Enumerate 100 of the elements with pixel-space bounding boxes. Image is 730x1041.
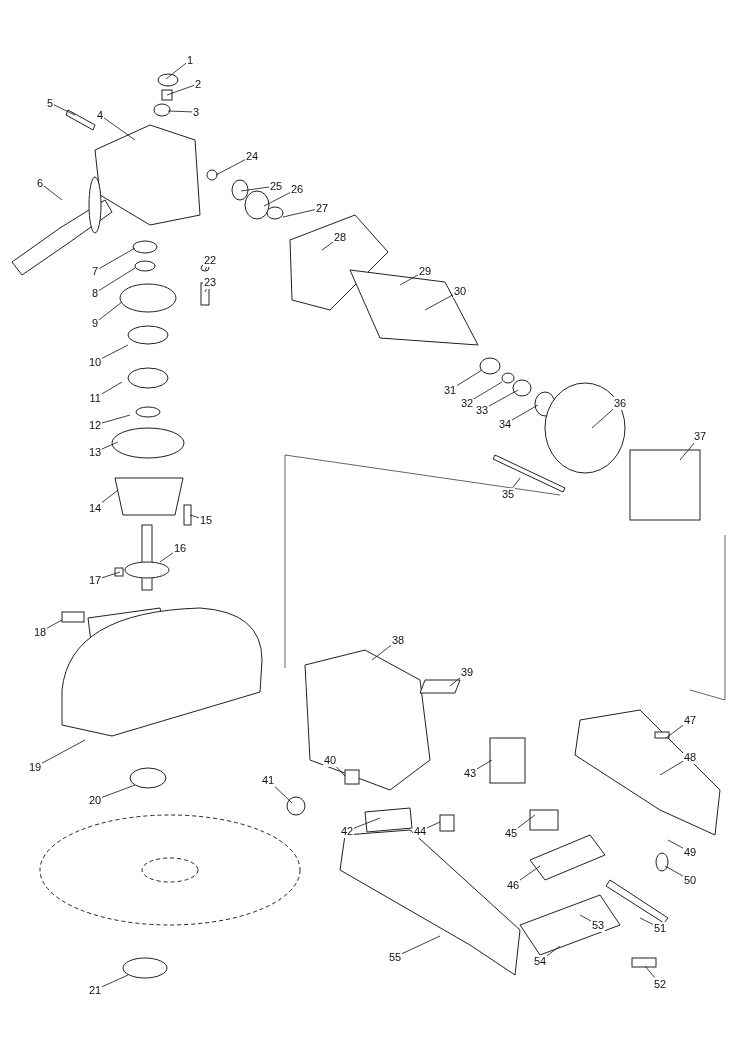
leader-line xyxy=(476,759,493,770)
leader-line xyxy=(579,914,592,922)
callout-number: 26 xyxy=(290,182,305,196)
callout-number: 1 xyxy=(186,53,195,67)
callout-number: 44 xyxy=(413,824,428,838)
leader-line xyxy=(473,381,503,400)
leader-line xyxy=(204,288,208,293)
leader-line xyxy=(519,865,541,881)
callout-number: 11 xyxy=(88,391,102,405)
leader-line xyxy=(591,408,614,429)
callout-number: 22 xyxy=(203,253,218,267)
leader-line xyxy=(46,619,63,629)
callout-number: 17 xyxy=(88,573,103,587)
leader-line xyxy=(399,274,419,286)
callout-number: 18 xyxy=(33,625,48,639)
leader-line xyxy=(263,192,291,207)
callout-number: 48 xyxy=(683,750,698,764)
leader-line xyxy=(101,489,119,503)
leader-line xyxy=(166,85,195,96)
leader-line xyxy=(456,369,483,386)
leader-line xyxy=(167,110,193,113)
leader-line xyxy=(517,814,536,829)
leader-line xyxy=(53,104,76,116)
leader-line xyxy=(424,294,454,311)
leader-line xyxy=(546,945,561,957)
callout-number: 47 xyxy=(683,713,698,727)
leader-line xyxy=(679,442,695,461)
callout-number: 34 xyxy=(498,417,513,431)
callout-number: 27 xyxy=(315,201,330,215)
callout-number: 15 xyxy=(199,513,214,527)
callout-number: 50 xyxy=(683,873,698,887)
leader-line xyxy=(101,414,131,424)
callout-number: 2 xyxy=(194,77,203,91)
leader-line xyxy=(165,62,187,80)
leader-line xyxy=(659,760,684,776)
callout-number: 23 xyxy=(203,275,218,289)
callout-number: 31 xyxy=(443,383,458,397)
leader-line xyxy=(240,186,270,192)
callout-number: 13 xyxy=(88,445,103,459)
leader-line xyxy=(101,344,129,359)
leader-line xyxy=(282,209,316,218)
leader-line xyxy=(43,185,63,201)
callout-number: 51 xyxy=(653,921,668,935)
callout-number: 55 xyxy=(388,950,403,964)
leader-line xyxy=(103,117,136,141)
callout-number: 42 xyxy=(340,824,355,838)
leader-line xyxy=(401,935,441,955)
callout-number: 33 xyxy=(475,403,490,417)
leader-line xyxy=(512,477,521,488)
callout-number: 6 xyxy=(36,176,45,190)
leader-line xyxy=(204,266,208,271)
callout-number: 41 xyxy=(261,773,276,787)
leader-line xyxy=(159,552,174,563)
leader-line xyxy=(101,381,123,395)
leader-line xyxy=(321,241,334,251)
callout-number: 16 xyxy=(173,541,188,555)
callout-number: 10 xyxy=(88,355,103,369)
callout-number: 37 xyxy=(693,429,708,443)
leader-line xyxy=(98,301,123,321)
callout-number: 36 xyxy=(613,396,628,410)
leader-line xyxy=(335,766,346,777)
leader-line xyxy=(98,267,136,291)
leader-line xyxy=(511,404,539,421)
callout-number: 19 xyxy=(28,760,43,774)
callout-number: 5 xyxy=(46,96,55,110)
leader-line xyxy=(41,739,86,764)
callout-number: 49 xyxy=(683,845,698,859)
leader-line xyxy=(101,441,119,450)
callout-number: 21 xyxy=(88,983,103,997)
callout-number: 45 xyxy=(504,826,519,840)
callout-number: 54 xyxy=(533,954,548,968)
leader-line xyxy=(488,389,519,407)
leader-line xyxy=(101,784,136,798)
callout-number: 12 xyxy=(88,418,103,432)
callout-number: 14 xyxy=(88,501,103,515)
leader-line xyxy=(98,247,136,270)
callout-number: 39 xyxy=(460,665,475,679)
callout-number: 3 xyxy=(192,105,201,119)
callout-number: 8 xyxy=(91,286,100,300)
leader-line xyxy=(667,839,684,849)
callout-number: 32 xyxy=(460,396,475,410)
callout-number: 38 xyxy=(391,633,406,647)
leader-line xyxy=(664,865,684,877)
callout-number: 20 xyxy=(88,793,103,807)
leader-line xyxy=(189,514,200,519)
leader-line xyxy=(371,645,392,661)
leader-line xyxy=(101,974,129,988)
leader-line xyxy=(274,786,293,804)
leader-line xyxy=(449,677,461,687)
callout-number: 29 xyxy=(418,264,433,278)
callout-number: 52 xyxy=(653,977,668,991)
callout-number: 25 xyxy=(269,179,284,193)
callout-number: 24 xyxy=(245,149,260,163)
leader-line xyxy=(639,917,654,925)
callout-number: 30 xyxy=(453,284,468,298)
callout-number: 4 xyxy=(96,108,105,122)
callout-number: 46 xyxy=(506,878,521,892)
leader-line xyxy=(644,965,655,978)
leader-line xyxy=(353,817,381,829)
leader-line xyxy=(665,724,684,739)
